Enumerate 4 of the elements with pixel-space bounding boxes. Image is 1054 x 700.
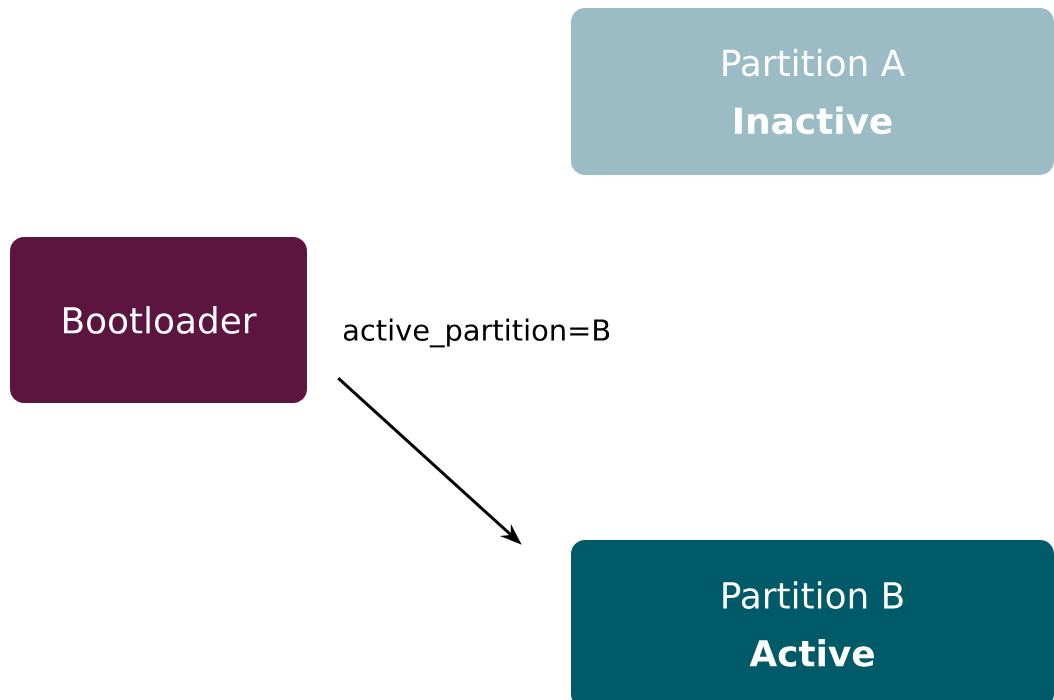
edge-label: active_partition=B	[340, 316, 614, 350]
process-box: Partition A Inactive	[571, 8, 1054, 175]
process-box: Bootloader	[10, 237, 307, 403]
process-box: Partition B Active	[571, 540, 1054, 700]
